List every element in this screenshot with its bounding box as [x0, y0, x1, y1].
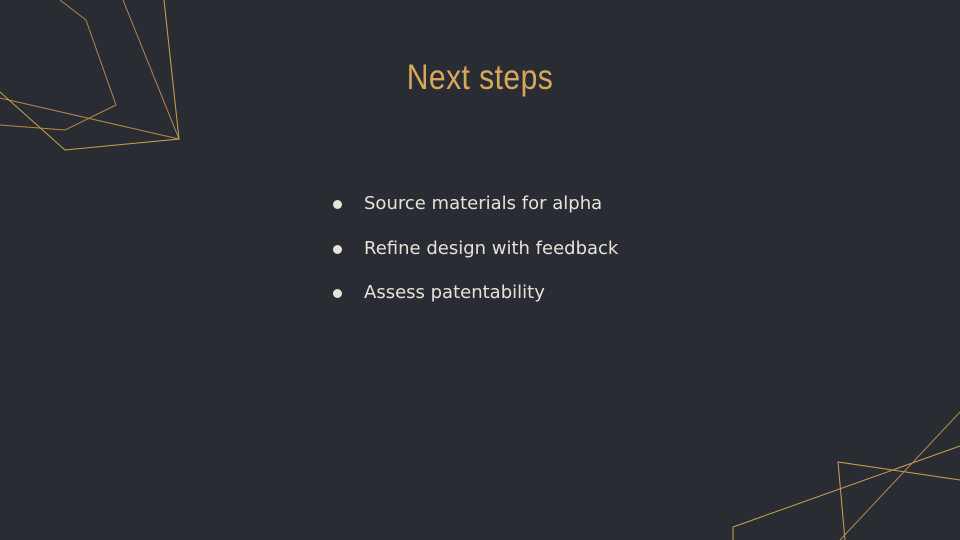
- slide-title: Next steps: [406, 58, 554, 97]
- bullet-item: Refine design with feedback: [332, 235, 618, 280]
- deco-line-3: [0, 0, 180, 151]
- bullet-text: Refine design with feedback: [364, 237, 619, 259]
- deco-line-5: [837, 461, 960, 540]
- bullet-dot-icon: [333, 244, 342, 254]
- bullet-dot-icon: [333, 200, 342, 209]
- deco-line-4: [732, 445, 960, 540]
- deco-line-1: [0, 0, 117, 131]
- bullet-text: Assess patentability: [364, 282, 545, 303]
- bullet-item: Source materials for alpha: [332, 190, 618, 235]
- bullet-text: Source materials for alpha: [364, 193, 603, 214]
- deco-line-6: [839, 411, 960, 540]
- top-left-decoration: [0, 0, 180, 151]
- bullet-dot-icon: [333, 289, 342, 298]
- bottom-right-decoration: [732, 411, 960, 540]
- bullet-list: Source materials for alpha Refine design…: [332, 190, 618, 324]
- bullet-item: Assess patentability: [332, 279, 618, 324]
